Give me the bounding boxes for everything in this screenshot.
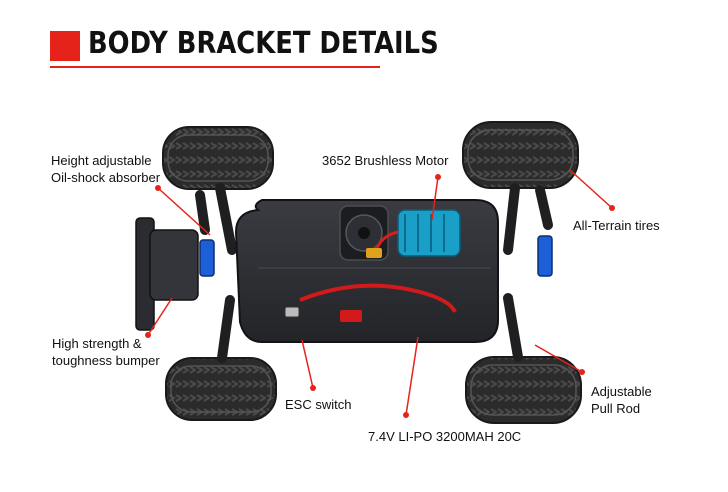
label-bumper-line2: toughness bumper <box>52 353 160 368</box>
label-bumper-line1: High strength & <box>52 336 142 351</box>
tire-front-left <box>162 126 274 190</box>
suspension-arms <box>195 183 553 363</box>
tire-rear-left <box>165 357 277 421</box>
label-pullrod-line2: Pull Rod <box>591 401 641 416</box>
label-pullrod-line1: Adjustable <box>591 384 652 399</box>
callout-leader-lines <box>147 169 613 416</box>
label-brushless-motor: 3652 Brushless Motor <box>322 153 449 168</box>
header-underline <box>50 66 380 68</box>
brushless-motor <box>366 209 461 258</box>
blue-hubs <box>199 235 553 277</box>
label-shock-line1: Height adjustable <box>51 153 152 168</box>
label-all-terrain-tires: All-Terrain tires <box>573 218 660 233</box>
label-shock-line2: Oil-shock absorber <box>51 170 161 185</box>
callout-dots <box>145 174 615 418</box>
label-esc-switch: ESC switch <box>285 397 352 412</box>
section-header: BODY BRACKET DETAILS <box>50 26 439 68</box>
label-oil-shock-absorber: Height adjustable Oil-shock absorber <box>51 152 160 186</box>
esc-switch-part <box>284 306 300 318</box>
label-bumper: High strength & toughness bumper <box>52 335 160 369</box>
page-title: BODY BRACKET DETAILS <box>88 26 439 61</box>
battery-wire <box>299 283 457 322</box>
front-bumper <box>135 217 199 331</box>
label-pull-rod: Adjustable Pull Rod <box>591 383 652 417</box>
tire-front-right <box>462 121 579 189</box>
label-battery: 7.4V LI-PO 3200MAH 20C <box>368 429 522 444</box>
tire-rear-right <box>465 356 582 424</box>
header-red-square <box>50 31 80 61</box>
